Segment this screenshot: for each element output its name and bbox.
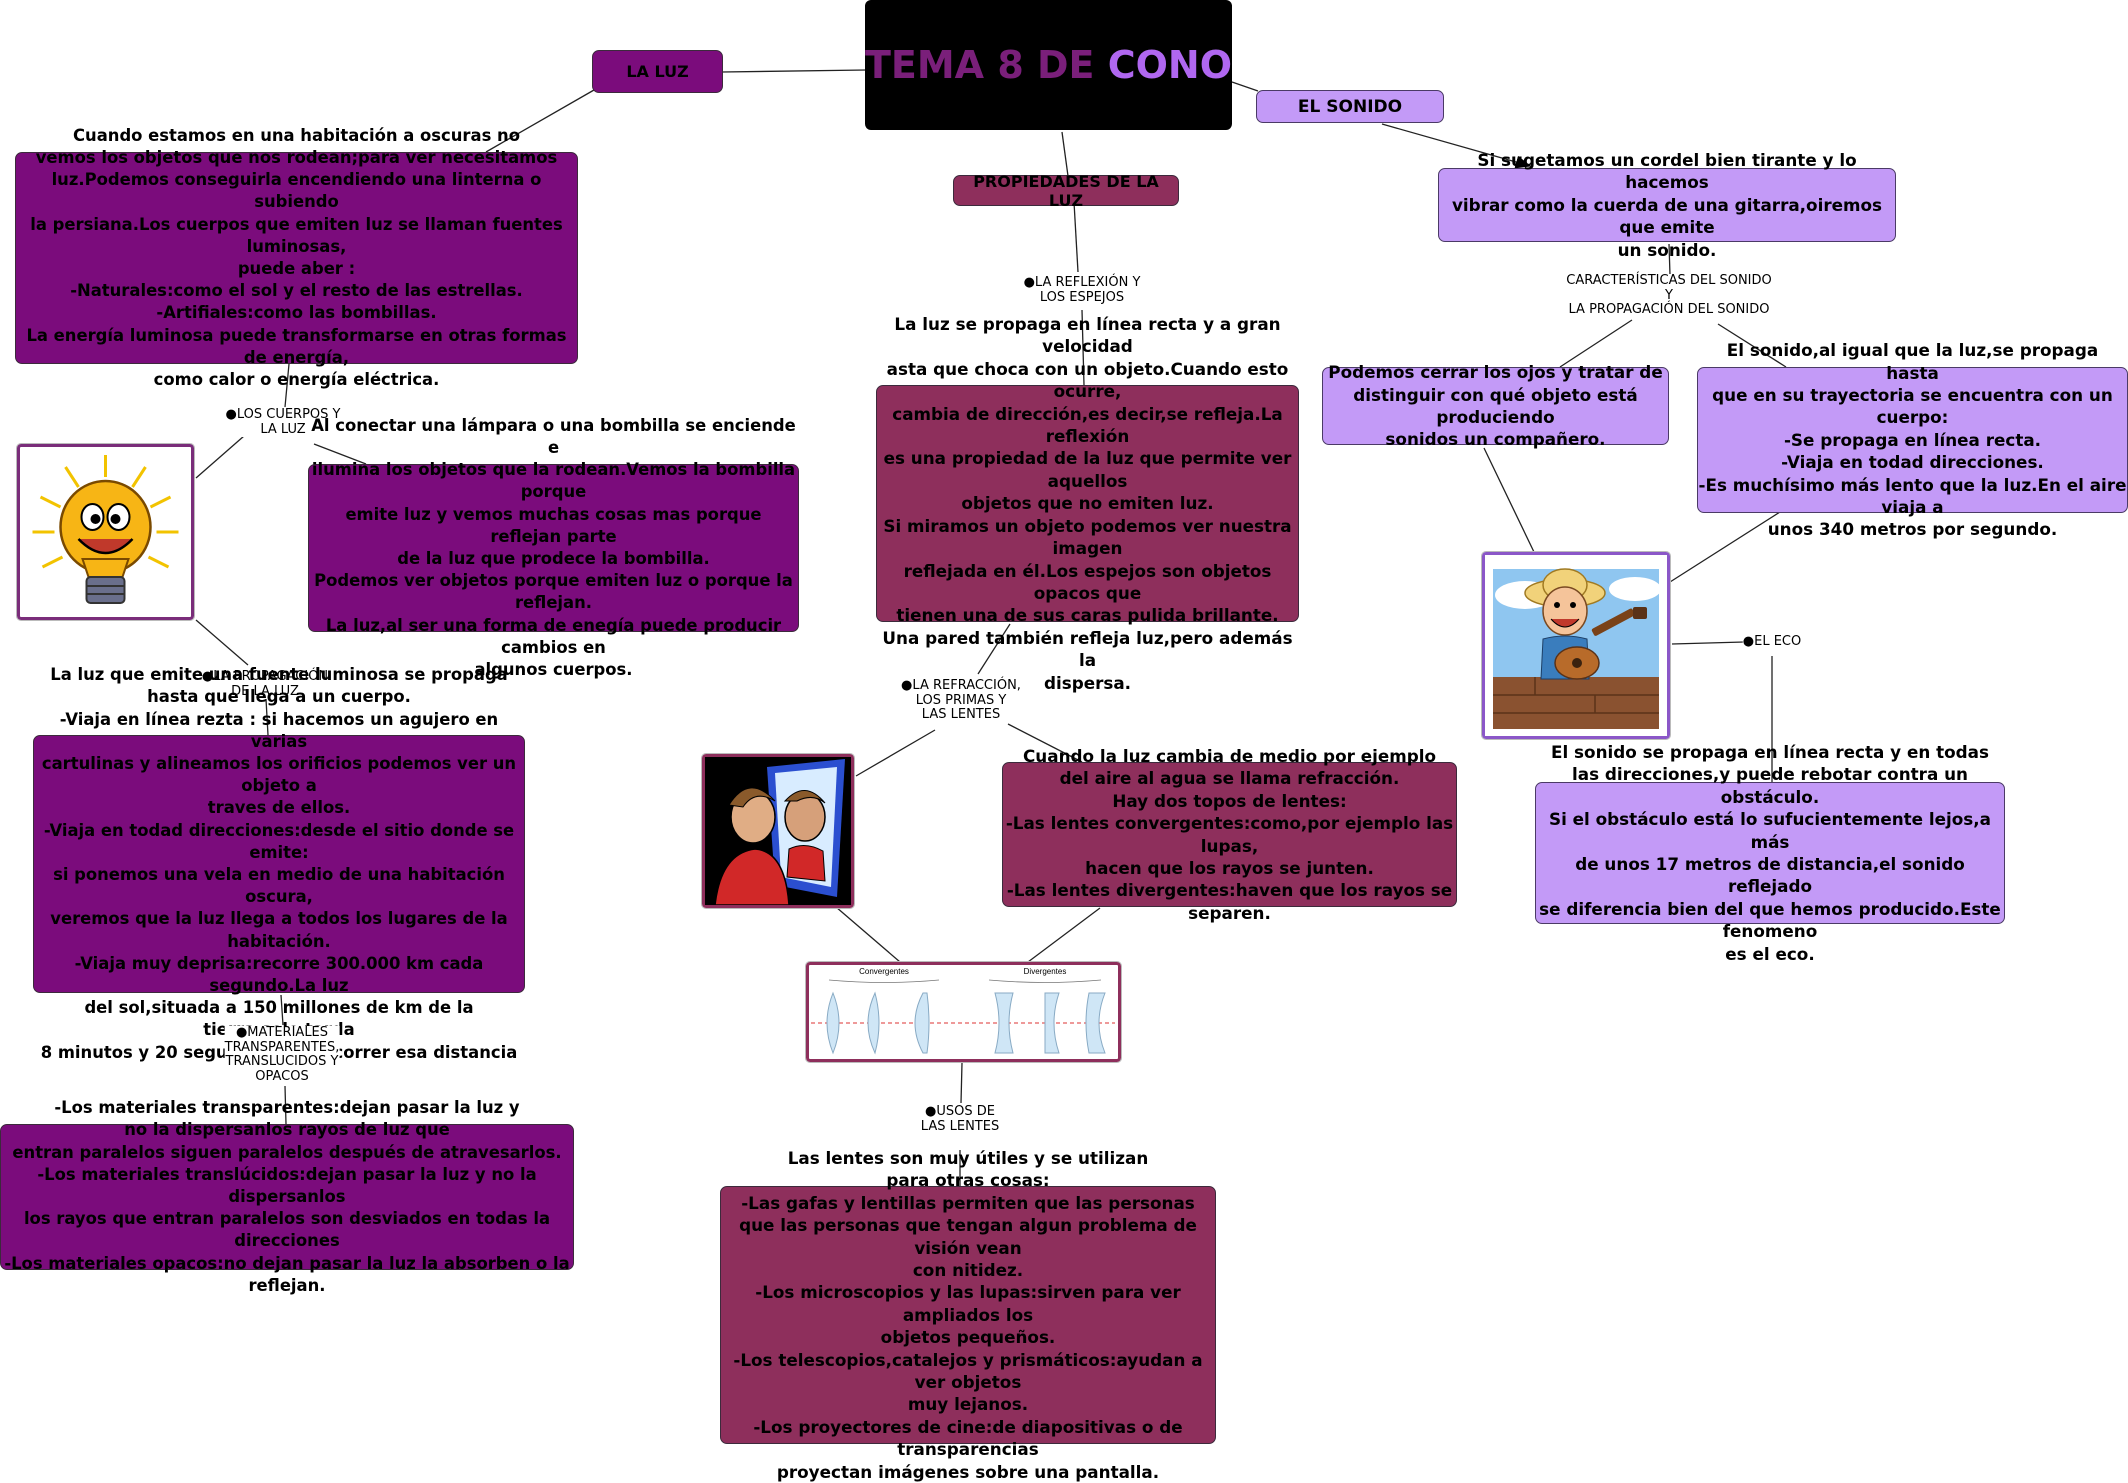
sonido-intro-text: Si sugetamos un cordel bien tirante y lo… bbox=[1451, 149, 1882, 260]
lenses-picture: Convergentes Divergentes bbox=[805, 961, 1122, 1063]
title-part-1: TEMA 8 DE bbox=[864, 43, 1108, 87]
guitar-picture bbox=[1481, 551, 1671, 740]
sonido-caracteristicas-label: CARACTERÍSTICAS DEL SONIDO Y LA PROPAGAC… bbox=[1566, 273, 1772, 318]
mirror-picture bbox=[701, 753, 855, 909]
luz-materiales-text: -Los materiales transparentes:dejan pasa… bbox=[4, 1098, 570, 1295]
usos-label: ●USOS DE LAS LENTES bbox=[920, 1104, 1000, 1134]
reflexion-text: La luz se propaga en línea recta y a gra… bbox=[882, 314, 1293, 693]
reflexion-box: La luz se propaga en línea recta y a gra… bbox=[876, 314, 1299, 693]
branch-el-sonido-label: EL SONIDO bbox=[1297, 96, 1403, 117]
usos-text: Las lentes son muy útiles y se utilizan … bbox=[733, 1147, 1203, 1482]
luz-intro-box: Cuando estamos en una habitación a oscur… bbox=[15, 126, 578, 389]
refraccion-text: Cuando la luz cambia de medio por ejempl… bbox=[1005, 745, 1454, 923]
luz-propagacion-text: La luz que emite una fuente luminosa se … bbox=[40, 665, 518, 1062]
branch-la-luz-label: LA LUZ bbox=[626, 62, 689, 81]
sonido-propaga-box: El sonido,al igual que la luz,se propaga… bbox=[1697, 340, 2128, 539]
luz-intro-text: Cuando estamos en una habitación a oscur… bbox=[26, 125, 567, 390]
eco-text: El sonido se propaga en línea recta y en… bbox=[1539, 741, 2001, 964]
title-box: TEMA 8 DE CONO bbox=[865, 0, 1232, 130]
lens-types-diagram: Convergentes Divergentes bbox=[811, 967, 1115, 1055]
lens-label-convergentes: Convergentes bbox=[859, 967, 909, 976]
sonido-intro-box: Si sugetamos un cordel bien tirante y lo… bbox=[1438, 150, 1896, 260]
title-part-2: CONO bbox=[1107, 43, 1233, 87]
luz-cuerpos-box: Al conectar una lámpara o una bombilla s… bbox=[308, 416, 799, 679]
luz-propagacion-box: La luz que emite una fuente luminosa se … bbox=[33, 665, 525, 1062]
sonido-cerrar-ojos-box: Podemos cerrar los ojos y tratar de dist… bbox=[1322, 362, 1669, 449]
boy-at-mirror-icon bbox=[705, 757, 851, 906]
usos-box: Las lentes son muy útiles y se utilizan … bbox=[720, 1148, 1216, 1482]
luz-cuerpos-label: ●LOS CUERPOS Y LA LUZ bbox=[225, 407, 341, 437]
lens-label-divergentes: Divergentes bbox=[1024, 967, 1067, 976]
eco-box: El sonido se propaga en línea recta y en… bbox=[1535, 742, 2005, 964]
branch-propiedades-luz: PROPIEDADES DE LA LUZ bbox=[953, 172, 1179, 210]
reflexion-label: ●LA REFLEXIÓN Y LOS ESPEJOS bbox=[1023, 275, 1141, 305]
luz-materiales-label: ●MATERIALES TRANSPARENTES, TRANSLUCIDOS … bbox=[224, 1025, 340, 1084]
boy-playing-guitar-icon bbox=[1485, 555, 1667, 736]
branch-el-sonido: EL SONIDO bbox=[1256, 90, 1444, 123]
luz-propagacion-label: ●LA PROPAGACIÓN DE LA LUZ bbox=[201, 669, 329, 699]
branch-propiedades-label: PROPIEDADES DE LA LUZ bbox=[973, 171, 1159, 210]
refraccion-box: Cuando la luz cambia de medio por ejempl… bbox=[1002, 746, 1457, 923]
refraccion-label: ●LA REFRACCIÓN, LOS PRIMAS Y LAS LENTES bbox=[901, 678, 1021, 723]
eco-label: ●EL ECO bbox=[1742, 634, 1802, 650]
sonido-cerrar-ojos-text: Podemos cerrar los ojos y tratar de dist… bbox=[1328, 362, 1663, 450]
sonido-propaga-text: El sonido,al igual que la luz,se propaga… bbox=[1698, 340, 2127, 540]
luz-cuerpos-text: Al conectar una lámpara o una bombilla s… bbox=[311, 415, 796, 680]
connector-lines bbox=[195, 69, 1787, 1186]
smiling-lightbulb-icon bbox=[32, 455, 179, 604]
luz-materiales-box: -Los materiales transparentes:dejan pasa… bbox=[0, 1098, 574, 1295]
branch-la-luz: LA LUZ bbox=[592, 50, 723, 93]
bulb-picture bbox=[16, 443, 195, 621]
